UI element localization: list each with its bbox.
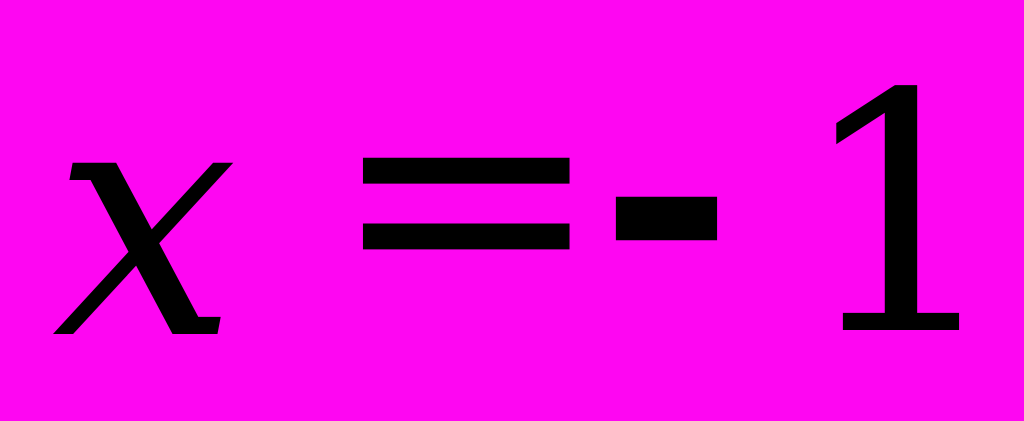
equals-sign: =: [328, 1, 605, 385]
equation-value-1: 1: [796, 24, 1006, 408]
minus-sign: -: [598, 0, 735, 385]
equation-variable-x: x: [52, 28, 239, 412]
